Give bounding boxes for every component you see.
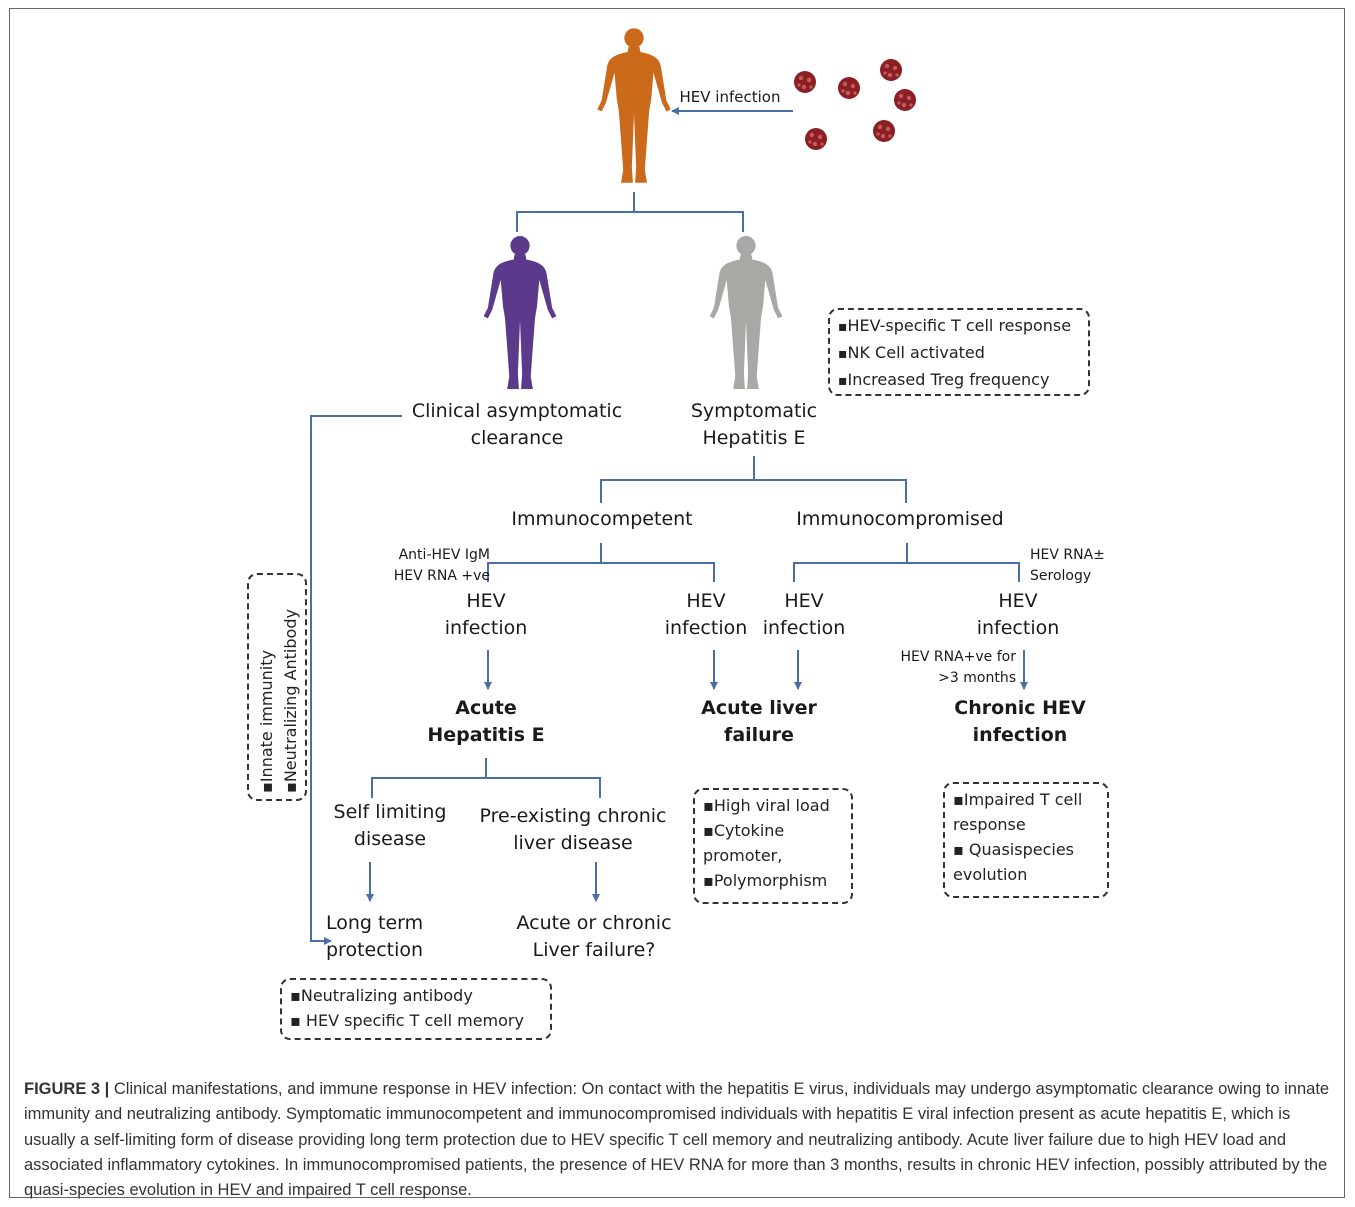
node-line: Pre-existing chronic bbox=[479, 805, 667, 827]
hev-infection-node: HEV infection bbox=[754, 588, 854, 642]
node-line: liver disease bbox=[513, 832, 633, 854]
node-line: disease bbox=[353, 828, 427, 850]
node-line: protection bbox=[326, 939, 424, 961]
node-line: Clinical asymptomatic bbox=[411, 400, 623, 422]
box-line: ▪Increased Treg frequency bbox=[838, 370, 1050, 389]
infected-person-icon bbox=[597, 28, 671, 183]
node-line: Hepatitis E bbox=[427, 724, 545, 746]
node-line: failure bbox=[724, 724, 794, 746]
node-line: HEV bbox=[466, 590, 506, 612]
infection-label: HEV infection bbox=[680, 88, 781, 106]
acute-liver-failure-node: Acute liver failure bbox=[686, 695, 832, 749]
preexisting-node: Pre-existing chronic liver disease bbox=[470, 803, 676, 857]
asymptomatic-person-icon bbox=[483, 236, 557, 390]
connectors bbox=[310, 107, 1028, 945]
node-line: Hepatitis E bbox=[702, 427, 806, 449]
immunocompromised-node: Immunocompromised bbox=[796, 508, 1004, 530]
self-limiting-node: Self limiting disease bbox=[322, 799, 458, 853]
compromised-markers: HEV RNA± Serology bbox=[1030, 545, 1120, 587]
virus-particles bbox=[794, 59, 916, 150]
node-line: infection bbox=[762, 617, 846, 639]
caption-label: FIGURE 3 | bbox=[24, 1080, 110, 1098]
marker-line: >3 months bbox=[938, 670, 1016, 686]
node-line: infection bbox=[664, 617, 748, 639]
rna-duration-label: HEV RNA+ve for >3 months bbox=[884, 647, 1016, 689]
acute-hepatitis-node: Acute Hepatitis E bbox=[412, 695, 560, 749]
virus-icon bbox=[794, 71, 816, 93]
memory-box: ▪Neutralizing antibody ▪ HEV specific T … bbox=[280, 978, 552, 1040]
virus-icon bbox=[894, 89, 916, 111]
node-line: Acute bbox=[455, 697, 517, 719]
node-line: Acute or chronic bbox=[516, 912, 672, 934]
node-line: Chronic HEV bbox=[954, 697, 1086, 719]
marker-line: Serology bbox=[1030, 568, 1092, 584]
hev-infection-node: HEV infection bbox=[966, 588, 1070, 642]
symptomatic-node: Symptomatic Hepatitis E bbox=[664, 398, 844, 452]
box-line: Neutralizing Antibody bbox=[281, 609, 300, 783]
innate-immunity-box: ▪Innate immunity ▪Neutralizing Antibody bbox=[247, 573, 307, 801]
symptomatic-person-icon bbox=[709, 236, 783, 390]
asymptomatic-node: Clinical asymptomatic clearance bbox=[404, 398, 630, 452]
figure-frame bbox=[9, 8, 1345, 1198]
long-term-node: Long term protection bbox=[326, 910, 442, 964]
hev-infection-node: HEV infection bbox=[428, 588, 544, 642]
box-line: evolution bbox=[953, 865, 1028, 884]
box-line: ▪Neutralizing antibody bbox=[290, 986, 473, 1005]
node-line: clearance bbox=[470, 427, 564, 449]
node-line: Acute liver bbox=[701, 697, 817, 719]
virus-icon bbox=[873, 120, 895, 142]
immunocompetent-node: Immunocompetent bbox=[511, 508, 693, 530]
node-line: infection bbox=[972, 724, 1068, 746]
chronic-hev-node: Chronic HEV infection bbox=[940, 695, 1100, 749]
node-line: HEV bbox=[686, 590, 726, 612]
figure-caption: FIGURE 3 | Clinical manifestations, and … bbox=[24, 1077, 1334, 1203]
node-line: Liver failure? bbox=[532, 939, 656, 961]
box-line: ▪NK Cell activated bbox=[838, 343, 985, 362]
box-line: ▪ HEV specific T cell memory bbox=[290, 1011, 524, 1030]
virus-icon bbox=[838, 77, 860, 99]
box-line: ▪ Quasispecies bbox=[953, 840, 1075, 859]
node-line: infection bbox=[976, 617, 1060, 639]
node-line: Symptomatic bbox=[690, 400, 818, 422]
acute-or-chronic-node: Acute or chronic Liver failure? bbox=[506, 910, 682, 964]
marker-line: HEV RNA +ve bbox=[393, 568, 490, 584]
box-line: ▪Polymorphism bbox=[703, 871, 828, 890]
marker-line: Anti-HEV IgM bbox=[398, 547, 490, 563]
marker-line: HEV RNA+ve for bbox=[900, 649, 1016, 665]
innate-box-text: ▪Innate immunity ▪Neutralizing Antibody bbox=[257, 609, 300, 793]
box-line: ▪Cytokine bbox=[703, 821, 785, 840]
virus-icon bbox=[880, 59, 902, 81]
box-line: Innate immunity bbox=[257, 650, 276, 783]
box-line: ▪High viral load bbox=[703, 796, 830, 815]
caption-text: Clinical manifestations, and immune resp… bbox=[24, 1080, 1330, 1200]
box-line: ▪HEV-specific T cell response bbox=[838, 316, 1072, 335]
box-line: promoter, bbox=[703, 846, 783, 865]
virus-icon bbox=[805, 128, 827, 150]
diagram-canvas: HEV infection bbox=[310, 28, 1028, 945]
hev-infection-node: HEV infection bbox=[656, 588, 756, 642]
node-line: infection bbox=[444, 617, 528, 639]
impaired-response-box: ▪Impaired T cell response ▪ Quasispecies… bbox=[943, 782, 1109, 898]
node-line: HEV bbox=[784, 590, 824, 612]
box-line: ▪Impaired T cell bbox=[953, 790, 1083, 809]
box-line: response bbox=[953, 815, 1026, 834]
competent-markers: Anti-HEV IgM HEV RNA +ve bbox=[370, 545, 490, 587]
t-cell-response-box: ▪HEV-specific T cell response ▪NK Cell a… bbox=[828, 308, 1090, 396]
node-line: HEV bbox=[998, 590, 1038, 612]
marker-line: HEV RNA± bbox=[1030, 547, 1105, 563]
node-line: Self limiting bbox=[333, 801, 447, 823]
viral-load-box: ▪High viral load ▪Cytokine promoter, ▪Po… bbox=[693, 788, 853, 904]
node-line: Long term bbox=[326, 912, 424, 934]
